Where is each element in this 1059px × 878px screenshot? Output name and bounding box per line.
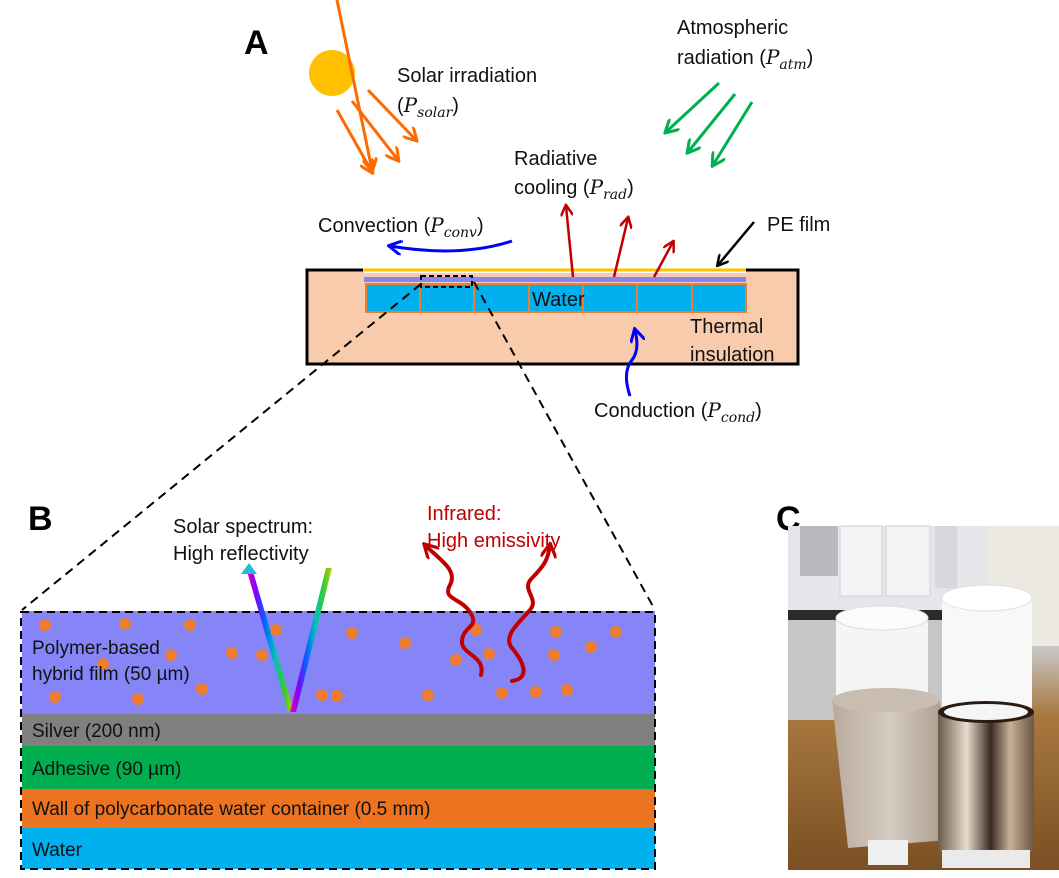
solar-arrow-3 xyxy=(366,88,416,140)
convection-arrow xyxy=(390,241,513,251)
layer-water xyxy=(22,828,655,869)
container-dividers xyxy=(419,284,693,312)
panel-b-label: B xyxy=(28,500,53,538)
right-roll-silver-film xyxy=(938,712,1034,852)
solar-irradiation-label: Solar irradiation xyxy=(397,65,537,87)
wall-layer-label: Wall of polycarbonate water container (0… xyxy=(32,799,430,820)
ir-arrow-2 xyxy=(507,545,550,683)
layer-wall xyxy=(22,789,655,828)
particle xyxy=(610,626,622,638)
radiative-power-label: cooling (Prad) xyxy=(514,175,634,203)
particle xyxy=(196,683,208,695)
right-core xyxy=(942,596,1032,716)
cooling-device xyxy=(305,268,800,366)
particle xyxy=(496,687,508,699)
high-reflectivity-label: High reflectivity xyxy=(173,543,309,565)
zoom-frame xyxy=(20,611,656,870)
particle xyxy=(331,690,343,702)
particle xyxy=(165,649,177,661)
solar-spectrum-label: Solar spectrum: xyxy=(173,516,313,538)
radiative-cooling-arrows xyxy=(566,206,673,278)
particle xyxy=(483,648,495,660)
film-particles xyxy=(39,618,622,705)
hybrid-film-layer xyxy=(364,277,746,282)
water-container xyxy=(365,283,747,313)
convection-label: Convection (Pconv) xyxy=(318,213,484,241)
zoom-line-left xyxy=(21,283,422,611)
conduction-label: Conduction (Pcond) xyxy=(594,398,762,426)
atmospheric-power-label: radiation (Patm) xyxy=(677,45,813,73)
particle xyxy=(450,654,462,666)
atm-arrow-2 xyxy=(688,93,737,152)
left-roll-transparent-film xyxy=(832,700,948,848)
particle xyxy=(184,619,196,631)
solar-arrows xyxy=(335,0,416,172)
particle xyxy=(119,618,131,630)
ir-arrow-1 xyxy=(425,545,484,677)
particle xyxy=(530,686,542,698)
particle xyxy=(346,627,358,639)
solar-arrow-1 xyxy=(335,0,372,170)
atm-arrow-3 xyxy=(713,101,754,165)
particle xyxy=(316,689,328,701)
adhesive-layer-label: Adhesive (90 µm) xyxy=(32,759,181,780)
solar-arrow-2 xyxy=(350,100,398,160)
film-rolls-photo xyxy=(788,525,1059,870)
infrared-label: Infrared: xyxy=(427,503,501,525)
zoom-line-right xyxy=(473,281,656,611)
incident-ray xyxy=(290,568,332,712)
reflected-ray-head xyxy=(241,563,257,574)
particle xyxy=(132,693,144,705)
particle xyxy=(422,689,434,701)
water-layer-label: Water xyxy=(32,840,83,861)
particle xyxy=(470,624,482,636)
atmospheric-arrows xyxy=(666,81,754,165)
radiative-label: Radiative xyxy=(514,148,597,170)
film-layer-label-1: Polymer-based xyxy=(32,638,160,659)
particle xyxy=(270,624,282,636)
particle xyxy=(49,691,61,703)
particle xyxy=(585,641,597,653)
solar-arrow-1b xyxy=(335,109,372,172)
insulation-outline xyxy=(305,268,800,366)
solar-power-symbol: (Psolar) xyxy=(397,93,459,121)
silver-layer-label: Silver (200 nm) xyxy=(32,721,161,742)
particle xyxy=(399,637,411,649)
layer-silver xyxy=(22,714,655,746)
thermal-label: Thermal xyxy=(690,316,763,338)
panel-a-label: A xyxy=(244,24,269,62)
reflected-ray xyxy=(246,568,294,712)
particle xyxy=(561,684,573,696)
infrared-emission-arrows xyxy=(425,545,550,683)
particle xyxy=(39,619,51,631)
sun-icon xyxy=(309,50,355,96)
rad-arrow-1 xyxy=(566,206,575,278)
rad-arrow-3 xyxy=(652,242,673,278)
particle xyxy=(97,658,109,670)
particle xyxy=(550,626,562,638)
insulation-label: insulation xyxy=(690,344,775,366)
atm-arrow-1 xyxy=(666,81,721,132)
atmospheric-label: Atmospheric xyxy=(677,17,788,39)
high-emissivity-label: High emissivity xyxy=(427,530,560,552)
conduction-arrow xyxy=(625,330,636,397)
pe-film-label: PE film xyxy=(767,214,830,236)
water-label: Water xyxy=(532,289,585,311)
film-layer-label-2: hybrid film (50 µm) xyxy=(32,664,190,685)
zoom-region-box xyxy=(420,275,473,288)
particle xyxy=(226,647,238,659)
particle xyxy=(256,649,268,661)
layer-adhesive xyxy=(22,746,655,789)
rad-arrow-2 xyxy=(612,218,628,278)
solar-reflection-rays xyxy=(241,563,332,712)
particle xyxy=(548,649,560,661)
pe-film-pointer-arrow xyxy=(718,221,755,265)
